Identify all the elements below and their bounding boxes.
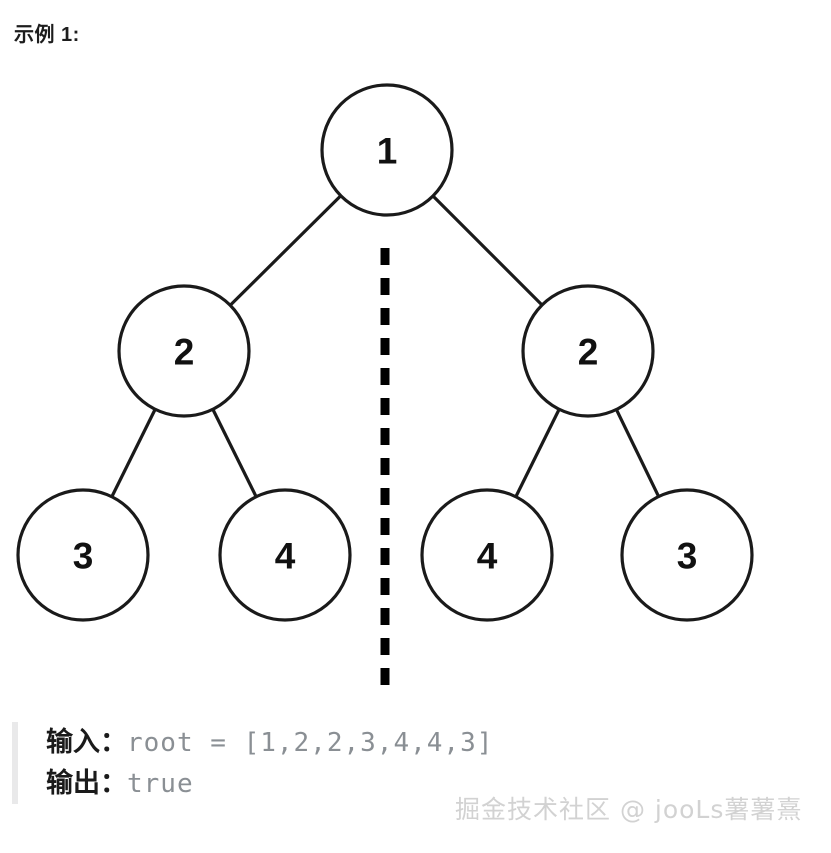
tree-node-label-ll: 3 bbox=[73, 536, 94, 577]
tree-nodes-group: 1 2 2 3 4 4 3 bbox=[16, 83, 754, 622]
tree-node-label-rl: 4 bbox=[477, 536, 498, 577]
tree-node-label-root: 1 bbox=[377, 131, 398, 172]
tree-node-rr: 3 bbox=[620, 488, 754, 622]
input-value: root = [1,2,2,3,4,4,3] bbox=[127, 728, 494, 758]
tree-node-circle-rr bbox=[620, 488, 754, 622]
tree-node-ll: 3 bbox=[16, 488, 150, 622]
tree-node-rl: 4 bbox=[420, 488, 554, 622]
tree-node-left: 2 bbox=[117, 284, 251, 418]
tree-node-root: 1 bbox=[320, 83, 454, 217]
tree-node-label-rr: 3 bbox=[677, 536, 698, 577]
tree-edge-left-to-lr bbox=[210, 407, 259, 499]
binary-tree-diagram: 1 2 2 3 4 4 3 bbox=[16, 83, 754, 688]
tree-node-circle-root bbox=[320, 83, 454, 217]
input-label: 输入： bbox=[46, 727, 127, 757]
tree-edge-root-to-left bbox=[228, 193, 343, 308]
tree-edge-right-to-rl bbox=[513, 407, 562, 499]
output-value: true bbox=[127, 769, 194, 799]
tree-edge-left-to-ll bbox=[109, 407, 158, 499]
tree-node-circle-rl bbox=[420, 488, 554, 622]
input-line: 输入：root = [1,2,2,3,4,4,3] bbox=[46, 722, 792, 763]
tree-node-circle-ll bbox=[16, 488, 150, 622]
watermark-text: 掘金技术社区 @ jooLs薯薯熹 bbox=[455, 795, 803, 824]
tree-node-circle-lr bbox=[218, 488, 352, 622]
tree-node-circle-left bbox=[117, 284, 251, 418]
tree-node-label-lr: 4 bbox=[275, 536, 296, 577]
tree-edges-group bbox=[109, 193, 661, 499]
tree-node-right: 2 bbox=[521, 284, 655, 418]
tree-edge-root-to-right bbox=[431, 194, 544, 307]
tree-node-label-right: 2 bbox=[578, 332, 599, 373]
output-label: 输出： bbox=[46, 768, 127, 798]
tree-node-lr: 4 bbox=[218, 488, 352, 622]
tree-node-label-left: 2 bbox=[174, 332, 195, 373]
page-title: 示例 1: bbox=[14, 24, 80, 46]
output-line: 输出：true bbox=[46, 763, 792, 804]
example-io-block: 输入：root = [1,2,2,3,4,4,3] 输出：true bbox=[12, 722, 792, 804]
tree-node-circle-right bbox=[521, 284, 655, 418]
tree-edge-right-to-rr bbox=[614, 407, 661, 499]
